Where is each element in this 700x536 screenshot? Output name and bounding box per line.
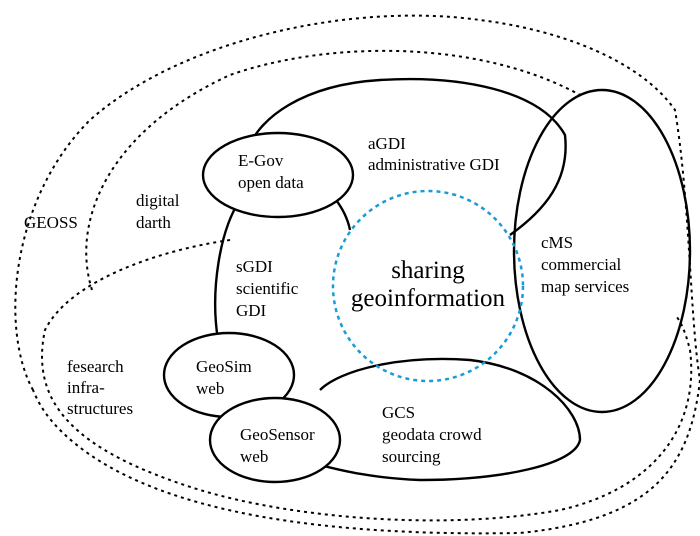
gcs-label-1: GCS [382,403,415,422]
egov-region [201,131,355,219]
research-label-3: structures [67,399,133,418]
cms-label-2: commercial [541,255,622,274]
geosensor-label-1: GeoSensor [240,425,315,444]
center-label-1: sharing [391,257,465,284]
cms-region [512,88,692,414]
sgdi-label-2: scientific [236,279,299,298]
sgdi-region [214,199,241,341]
gcs-label-2: geodata crowd [382,425,482,444]
gcs-region [319,357,582,482]
center-label-2: geoinformation [351,285,506,312]
cms-label-3: map services [541,277,629,296]
sharing-geoinformation-circle [331,189,525,383]
research-label-1: fesearch [67,357,124,376]
geosensor-label-2: web [240,447,268,466]
geosensor-region [208,396,342,484]
cms-label-1: cMS [541,233,573,252]
geoss-boundary [14,14,700,535]
sgdi-label-3: GDI [236,301,267,320]
sgdi-label-1: sGDI [236,257,273,276]
egov-label-1: E-Gov [238,151,284,170]
gcs-label-3: sourcing [382,447,441,466]
agdi-label-2: administrative GDI [368,155,500,174]
digital-earth-label-1: digital [136,191,180,210]
egov-label-2: open data [238,173,304,192]
geosim-label-1: GeoSim [196,357,252,376]
research-label-2: infra- [67,378,105,397]
digital-earth-label-2: darth [136,213,171,232]
agdi-label-1: aGDI [368,134,406,153]
geoss-label: GEOSS [24,213,78,232]
geosim-label-2: web [196,379,224,398]
